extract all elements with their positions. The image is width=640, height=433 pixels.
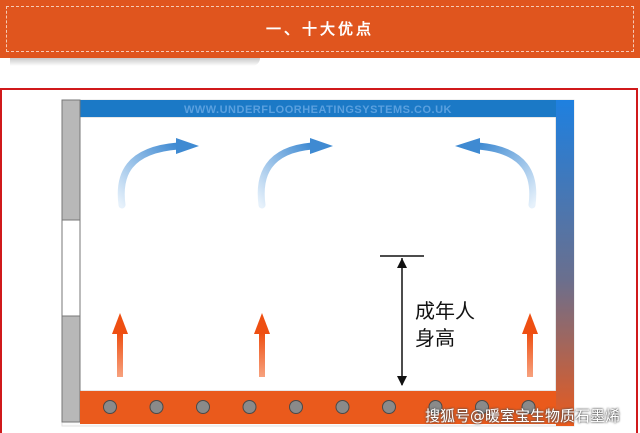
- floor-pipe: [335, 400, 350, 414]
- adult-height-dimension: [380, 255, 424, 386]
- header-shadow: [10, 58, 260, 66]
- floor-pipe: [289, 400, 303, 414]
- left-wall-upper: [61, 99, 81, 221]
- warm-air-arrow-right: [522, 313, 538, 377]
- sohu-watermark: 搜狐号@暖室宝生物质石墨烯: [425, 407, 621, 425]
- window: [61, 219, 81, 317]
- floor-pipe: [103, 400, 117, 414]
- right-wall: [556, 100, 574, 426]
- ceiling-bar: [80, 100, 556, 117]
- warm-air-arrow-middle: [254, 313, 270, 377]
- cool-air-arrow-middle: [257, 138, 333, 209]
- warm-air-arrow-left: [112, 313, 128, 377]
- adult-height-label-line1: 成年人: [415, 299, 475, 323]
- floor-pipe: [475, 400, 489, 414]
- left-wall-lower: [61, 315, 81, 423]
- floor-pipe: [242, 400, 257, 414]
- floor-pipe: [149, 400, 164, 414]
- adult-height-label-line2: 身高: [415, 326, 455, 350]
- floor-pipes: [103, 400, 536, 414]
- section-title: 一、十大优点: [265, 20, 374, 38]
- floor-pipe: [196, 400, 210, 414]
- room-interior: [79, 116, 557, 392]
- header-dashed-border: [6, 6, 634, 52]
- website-watermark-text: WWW.UNDERFLOORHEATINGSYSTEMS.CO.UK: [184, 104, 452, 116]
- diagram-frame: [0, 88, 638, 433]
- header-band: [0, 0, 640, 58]
- floor-pipe: [382, 400, 396, 414]
- floor-pipe: [428, 400, 443, 414]
- floor-pipe: [521, 400, 536, 414]
- cool-air-arrow-left: [117, 138, 199, 209]
- cool-air-arrow-right: [455, 138, 537, 209]
